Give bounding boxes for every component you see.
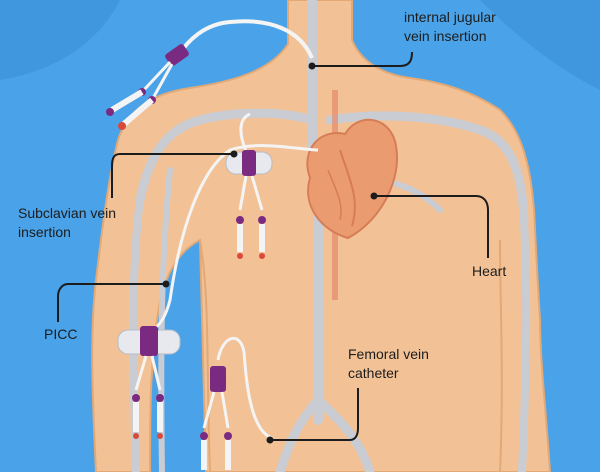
label-internal-jugular-line2: vein insertion xyxy=(404,28,487,44)
heart-detail xyxy=(327,169,342,221)
femoral-catheter-line xyxy=(216,336,273,440)
heart xyxy=(306,118,399,240)
right-arm-crease xyxy=(199,239,211,472)
subclavian-vein xyxy=(135,108,317,205)
ij-catheter-hub xyxy=(106,44,189,130)
iliac-left xyxy=(313,395,375,472)
label-heart: Heart xyxy=(472,262,506,281)
label-subclavian-line2: insertion xyxy=(18,224,71,240)
label-internal-jugular: internal jugular vein insertion xyxy=(404,8,496,46)
label-subclavian-line1: Subclavian vein xyxy=(18,205,117,221)
label-femoral: Femoral vein catheter xyxy=(348,345,429,383)
leader-picc xyxy=(57,283,166,322)
label-heart-text: Heart xyxy=(472,263,507,279)
subclavian-catheter-hub xyxy=(225,150,273,259)
label-femoral-line2: catheter xyxy=(348,365,399,381)
picc-hub xyxy=(117,326,181,439)
leader-subclavian xyxy=(111,153,234,198)
background-band xyxy=(480,0,600,90)
label-femoral-line1: Femoral vein xyxy=(348,346,429,362)
label-internal-jugular-line1: internal jugular xyxy=(404,9,496,25)
leader-ijv xyxy=(312,51,413,67)
leader-lines xyxy=(57,51,489,444)
femoral-catheter-hub xyxy=(200,366,232,470)
left-arm-crease xyxy=(499,239,503,472)
ij-catheter-line xyxy=(176,19,314,59)
leader-femoral xyxy=(270,388,359,441)
leader-heart xyxy=(374,195,489,258)
heart-detail xyxy=(339,149,356,227)
left-arm-vein xyxy=(518,216,531,472)
background-band xyxy=(0,0,120,80)
label-subclavian: Subclavian vein insertion xyxy=(18,204,116,242)
label-picc: PICC xyxy=(44,325,77,344)
iliac-right xyxy=(275,395,323,472)
label-picc-text: PICC xyxy=(44,326,78,342)
left-subclavian xyxy=(325,111,529,225)
picc-line xyxy=(149,144,319,334)
